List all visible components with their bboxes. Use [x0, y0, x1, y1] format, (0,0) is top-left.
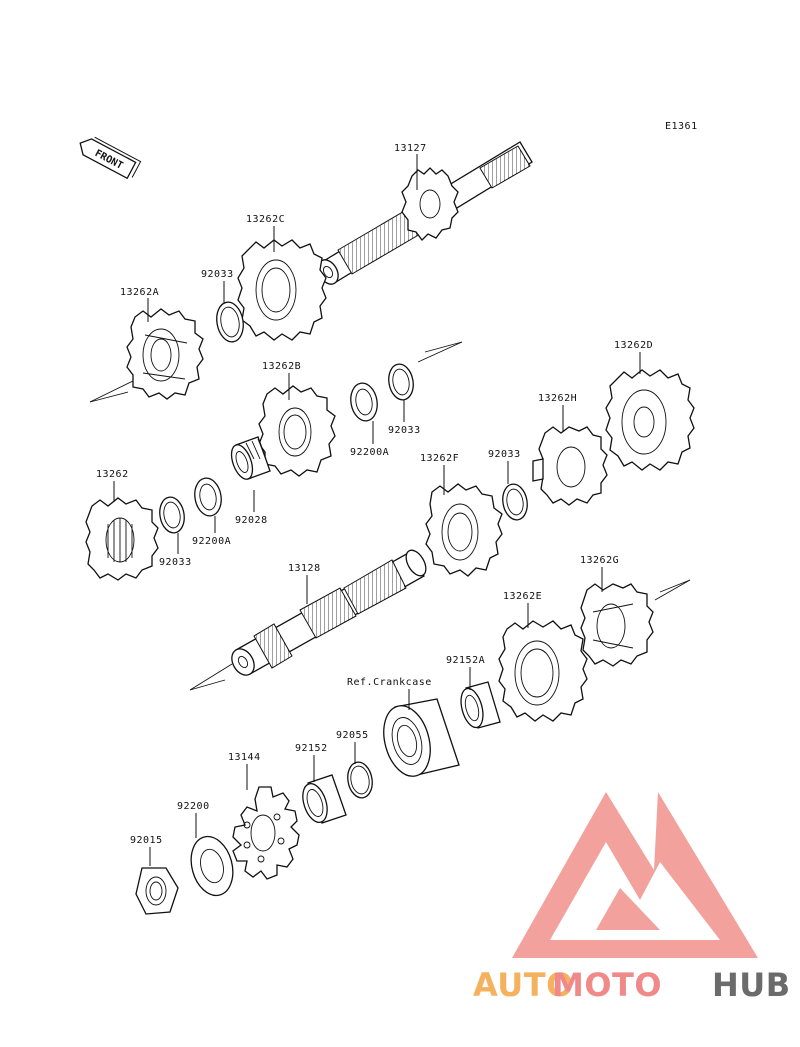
washer-92200A-a [350, 382, 378, 422]
label-13262D: 13262D [614, 340, 653, 351]
gear-13262E [498, 620, 588, 722]
label-13144: 13144 [228, 752, 261, 763]
watermark-logo [512, 792, 758, 958]
shaft-13128 [231, 549, 427, 676]
gear-13262 [85, 497, 159, 581]
circlip-92033-d [159, 496, 185, 534]
upper-axis [89, 341, 463, 403]
lower-axis [189, 579, 691, 691]
label-13262: 13262 [96, 469, 129, 480]
label-92033-c: 92033 [488, 449, 521, 460]
label-92033-a: 92033 [201, 269, 234, 280]
leader-lines [113, 154, 641, 866]
collar-92152 [302, 774, 347, 824]
front-arrow-icon: FRONT [79, 136, 142, 180]
ref-crankcase-label: Ref.Crankcase [347, 677, 432, 688]
label-13262A: 13262A [120, 287, 159, 298]
label-13262E: 13262E [503, 591, 542, 602]
gear-13262H [532, 426, 608, 506]
label-13127: 13127 [394, 143, 427, 154]
part-labels: 13127 13262C 92033 13262A 13262B 92200A … [96, 143, 653, 846]
label-13262F: 13262F [420, 453, 459, 464]
label-13262C: 13262C [246, 214, 285, 225]
watermark-moto: MOTO [552, 966, 662, 1004]
label-92200: 92200 [177, 801, 210, 812]
label-13262H: 13262H [538, 393, 577, 404]
washer-92200 [190, 835, 234, 897]
bushing-92152A [460, 681, 501, 729]
gear-13262F [425, 483, 503, 577]
gear-13262C [237, 239, 327, 341]
bearing-92028 [230, 436, 271, 480]
label-92200A-b: 92200A [192, 536, 231, 547]
gear-13262G [580, 583, 654, 667]
shaft-13127 [317, 141, 533, 285]
bearing-ref-crankcase [383, 698, 460, 777]
circlip-92033-b [388, 363, 414, 401]
gear-13262B [258, 385, 336, 477]
label-92028: 92028 [235, 515, 268, 526]
label-92152A: 92152A [446, 655, 485, 666]
watermark-auto: AUTO [473, 966, 574, 1004]
nut-92015 [135, 867, 179, 915]
label-92033-d: 92033 [159, 557, 192, 568]
label-92055: 92055 [336, 730, 369, 741]
label-92015: 92015 [130, 835, 163, 846]
label-92033-b: 92033 [388, 425, 421, 436]
diagram-code: E1361 [665, 121, 698, 132]
label-13128: 13128 [288, 563, 321, 574]
oring-92055 [347, 761, 373, 799]
watermark-text: AUTO MOTO HUB [473, 966, 791, 1004]
sprocket-13144 [232, 786, 300, 880]
gear-13262D [605, 369, 695, 471]
circlip-92033-c [502, 483, 528, 521]
label-92200A-a: 92200A [350, 447, 389, 458]
washer-92200A-b [194, 477, 222, 517]
watermark-hub: HUB [712, 966, 791, 1004]
label-13262G: 13262G [580, 555, 619, 566]
label-92152: 92152 [295, 743, 328, 754]
gear-13262A [126, 308, 204, 400]
circlip-92033-a [216, 301, 244, 343]
label-13262B: 13262B [262, 361, 301, 372]
